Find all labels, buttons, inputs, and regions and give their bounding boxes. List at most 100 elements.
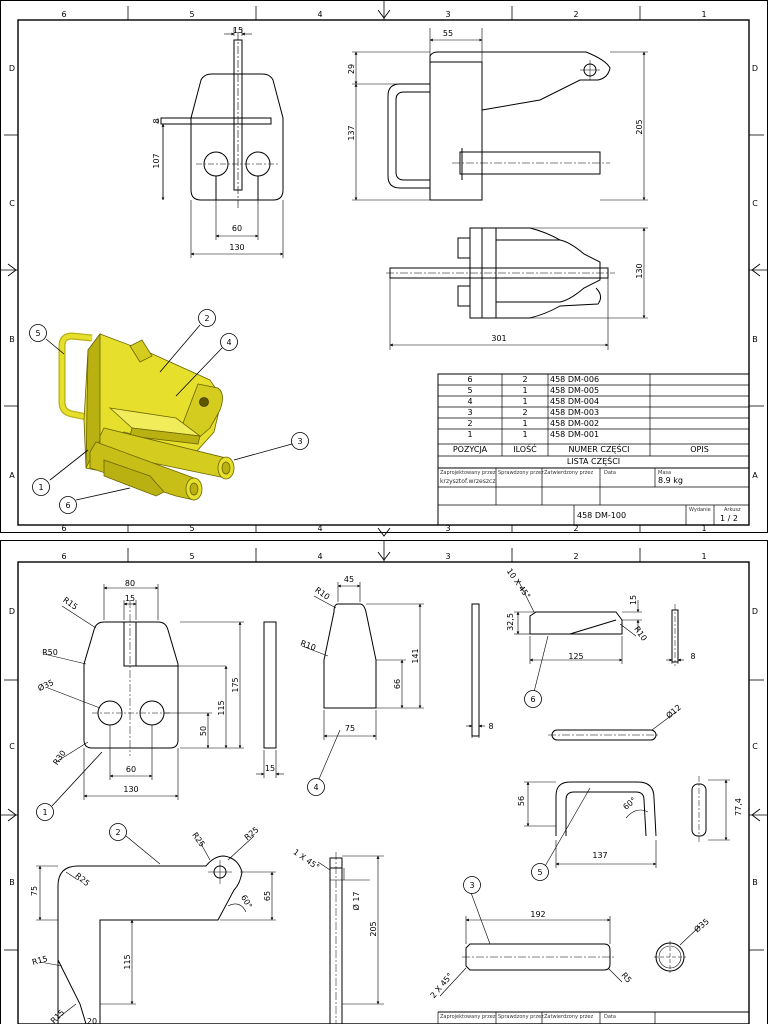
dim-15: 15 [629, 595, 638, 605]
dim-130: 130 [229, 243, 244, 252]
s1-col-label: 4 [317, 524, 322, 533]
s1-row-label: D [9, 64, 15, 73]
s1-bom-grid [437, 373, 750, 526]
s2-part1-dims [43, 584, 284, 800]
s1-col-label: 2 [573, 10, 578, 19]
dim-125: 125 [568, 652, 583, 661]
dim-d12: Ø12 [664, 702, 683, 720]
balloon-4: 4 [226, 338, 231, 347]
dim-205: 205 [369, 921, 378, 936]
dim-r10b: R10 [299, 639, 317, 653]
dim-chamfer: 1 X 45° [291, 847, 321, 871]
dim-8: 8 [152, 118, 161, 123]
bom-pos: 1 [467, 430, 473, 439]
dim-75: 75 [345, 724, 355, 733]
s1-row-label: A [752, 471, 758, 480]
balloon-4: 4 [313, 783, 318, 792]
s1-col-label: 1 [701, 524, 706, 533]
dim-107: 107 [152, 153, 161, 168]
s2-row-label: C [752, 742, 758, 751]
s2-part3-dim-text: 192 2 X 45° R5 Ø35 [429, 910, 711, 1000]
bom-qty: 1 [522, 397, 528, 406]
tb-edition-label: Wydanie [689, 507, 711, 513]
dim-141: 141 [411, 648, 420, 663]
dim-8: 8 [690, 652, 695, 661]
s2-part3-dims [439, 889, 701, 997]
s1-side-view [387, 51, 611, 201]
balloon-2: 2 [115, 828, 120, 837]
tb-designed-label: Zaprojektowany przez [440, 470, 496, 476]
s1-col-label: 3 [445, 524, 450, 533]
s1-col-label: 5 [189, 10, 194, 19]
dim-60: 60 [232, 224, 242, 233]
s2-col-label: 6 [61, 552, 66, 561]
dim-50: 50 [199, 726, 208, 736]
balloon-2: 2 [204, 314, 209, 323]
dim-r30: R30 [51, 749, 67, 767]
s2-part4-view [323, 603, 480, 737]
dim-130: 130 [123, 785, 138, 794]
bom-part: 458 DM-003 [550, 408, 600, 417]
s1-front-dims [157, 28, 284, 258]
s1-row-label: A [9, 471, 15, 480]
bom-pos: 6 [467, 375, 473, 384]
dim-15: 15 [233, 26, 243, 35]
s2-col-label: 3 [445, 552, 450, 561]
balloon-5: 5 [35, 329, 40, 338]
dim-130b: 130 [635, 263, 644, 278]
s1-top-view [386, 227, 615, 319]
s2-part4-dims [301, 582, 485, 787]
s1-col-label: 2 [573, 524, 578, 533]
dim-301: 301 [491, 334, 506, 343]
s1-col-label: 6 [61, 10, 66, 19]
dim-115: 115 [217, 700, 226, 715]
s1-front-dim-text: 15 8 107 60 130 [152, 26, 245, 252]
dim-115: 115 [123, 954, 132, 969]
s2-balloon-labels: 1 4 6 5 2 3 [42, 695, 542, 890]
dim-15: 15 [125, 594, 135, 603]
s2-part2-dim-text: R25 R25 R25 75 65 60° 115 R15 R15 20 1 X… [30, 825, 378, 1026]
s2-part1-view [83, 600, 277, 756]
s2-part1-dim-text: 80 15 R15 R50 Ø35 R30 175 115 50 60 130 … [36, 579, 275, 794]
balloon-6: 6 [65, 501, 70, 510]
balloon-6: 6 [530, 695, 535, 704]
dim-45: 45 [344, 575, 354, 584]
s2-part4-dim-text: 45 R10 R10 141 66 75 8 [299, 575, 493, 733]
s1-side-dims [352, 28, 648, 201]
s1-col-label: 4 [317, 10, 322, 19]
s2-title-block-grid [437, 1011, 749, 1024]
dim-65: 65 [263, 891, 272, 901]
bom-qty: 1 [522, 419, 528, 428]
dim-side-15: 15 [265, 764, 275, 773]
bom-header-desc: OPIS [690, 445, 709, 454]
dim-d35: Ø35 [692, 916, 711, 934]
s1-row-label: B [9, 335, 15, 344]
s2-row-label: B [9, 878, 15, 887]
bom-part: 458 DM-001 [550, 430, 600, 439]
dim-r25a: R25 [190, 831, 206, 849]
bom-pos: 2 [467, 419, 473, 428]
s2-row-label: D [752, 607, 758, 616]
dim-r15: R15 [61, 595, 79, 611]
bom-qty: 2 [522, 375, 528, 384]
tb-mass-label: Masa [658, 470, 672, 476]
tb-sheet-label: Arkusz [724, 507, 741, 513]
bom-part: 458 DM-006 [550, 375, 600, 384]
dim-137: 137 [347, 125, 356, 140]
bom-qty: 1 [522, 386, 528, 395]
tb2-designed-label: Zaprojektowany przez [440, 1014, 496, 1020]
s2-row-label: C [9, 742, 15, 751]
bom-part: 458 DM-004 [550, 397, 600, 406]
tb2-date-label: Data [604, 1014, 616, 1020]
tb-designer: krzysztof.wrzeszcz [440, 478, 496, 485]
s1-col-label: 6 [61, 524, 66, 533]
balloon-1: 1 [42, 808, 47, 817]
s2-col-label: 5 [189, 552, 194, 561]
s1-top-dim-text: 130 301 [491, 263, 644, 343]
dim-20: 20 [87, 1017, 97, 1024]
dim-60deg: 60° [239, 893, 254, 910]
tb-date-label: Data [604, 470, 616, 476]
sheet1-zone-labels: 6 5 4 3 2 1 6 5 4 3 2 1 D C B A D C B A [9, 10, 758, 533]
